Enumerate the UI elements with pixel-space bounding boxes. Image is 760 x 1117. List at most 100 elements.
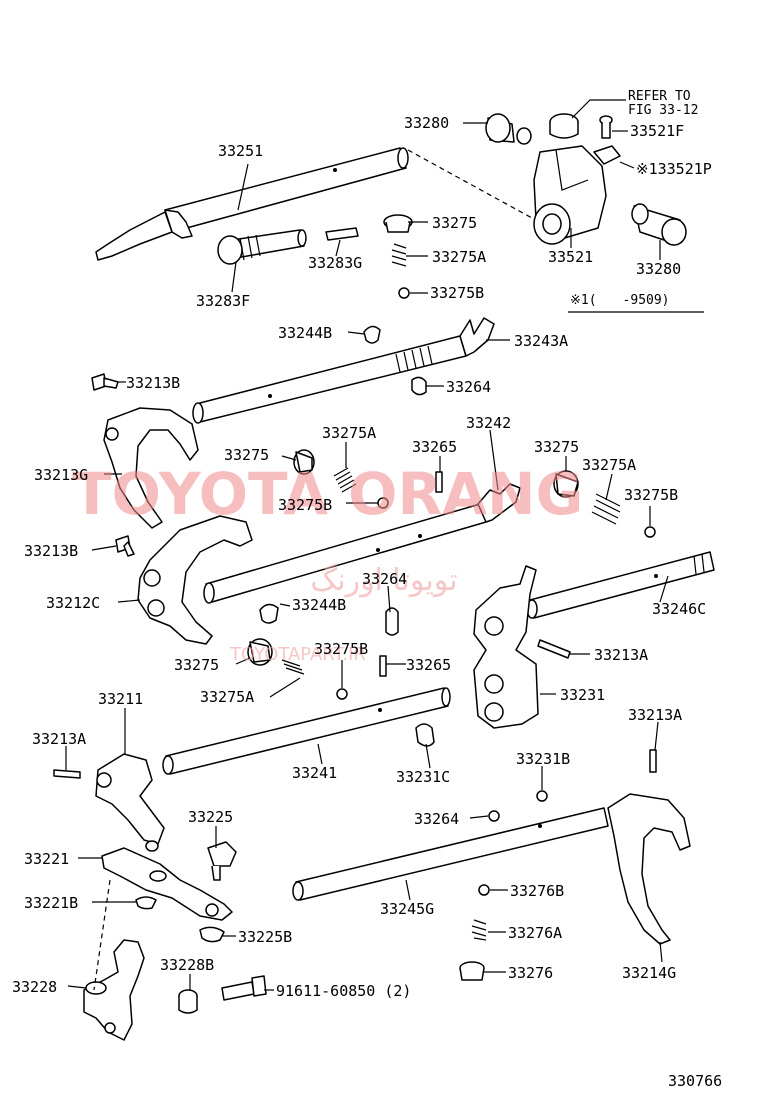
label-33231c: 33231C bbox=[396, 768, 450, 786]
label-33231b: 33231B bbox=[516, 750, 570, 768]
part-33275a-spring-low bbox=[281, 659, 305, 675]
label-33213b-top: 33213B bbox=[126, 374, 180, 392]
label-33280-a: 33280 bbox=[404, 114, 449, 132]
part-refer-cap bbox=[549, 113, 579, 139]
part-33242-shaft bbox=[203, 483, 521, 604]
part-33245g-shaft bbox=[292, 807, 609, 901]
label-33211: 33211 bbox=[98, 690, 143, 708]
part-33241-shaft bbox=[162, 687, 451, 775]
label-133521p: ※133521P bbox=[636, 160, 712, 178]
label-33275b-low: 33275B bbox=[314, 640, 368, 658]
label-33283f: 33283F bbox=[196, 292, 250, 310]
label-33283g: 33283G bbox=[308, 254, 362, 272]
label-33246c: 33246C bbox=[652, 600, 706, 618]
part-33264-ring-mid bbox=[385, 607, 399, 636]
label-33275a-top: 33275A bbox=[432, 248, 486, 266]
part-33212c-fork bbox=[137, 515, 253, 645]
part-33228-lever bbox=[83, 939, 145, 1041]
label-33276a: 33276A bbox=[508, 924, 562, 942]
label-33265-mid: 33265 bbox=[412, 438, 457, 456]
label-33276: 33276 bbox=[508, 964, 553, 982]
part-33225-pin bbox=[207, 841, 237, 881]
part-33244b-ring-top bbox=[363, 325, 381, 344]
label-33264-top: 33264 bbox=[446, 378, 491, 396]
leader-dashed-33228 bbox=[93, 879, 111, 991]
label-33212c: 33212C bbox=[46, 594, 100, 612]
part-33275a-spring-top bbox=[391, 243, 407, 267]
label-33280-b: 33280 bbox=[636, 260, 681, 278]
label-33275b-top: 33275B bbox=[430, 284, 484, 302]
part-33231c-ring bbox=[415, 723, 435, 747]
part-33275b-ball-right bbox=[644, 526, 656, 538]
label-33275a-low: 33275A bbox=[200, 688, 254, 706]
watermark-site: TOYOTAPART.IR bbox=[229, 644, 366, 665]
part-33521-housing bbox=[533, 145, 607, 245]
range-note: ※1( -9509) bbox=[570, 293, 670, 308]
part-33275b-ball-low bbox=[336, 688, 348, 700]
part-33280-plug-a bbox=[485, 113, 532, 145]
label-33251: 33251 bbox=[218, 142, 263, 160]
part-33244b-ring-mid bbox=[259, 603, 279, 624]
part-33276-plug bbox=[459, 961, 485, 981]
part-133521p-plate bbox=[593, 145, 621, 165]
part-33275-plug-top bbox=[383, 214, 413, 233]
label-33214g: 33214G bbox=[622, 964, 676, 982]
label-33231: 33231 bbox=[560, 686, 605, 704]
part-33246c-shaft bbox=[526, 551, 715, 619]
label-33265-low: 33265 bbox=[406, 656, 451, 674]
label-33275b-right: 33275B bbox=[624, 486, 678, 504]
part-33228b-collar bbox=[178, 989, 198, 1014]
label-33213a-left: 33213A bbox=[32, 730, 86, 748]
leader-refer bbox=[571, 99, 626, 119]
part-33521f-bolt bbox=[599, 115, 613, 139]
part-33275-plug-mid bbox=[293, 449, 315, 475]
leader-lines bbox=[65, 122, 704, 991]
part-33221b-clip bbox=[135, 896, 157, 910]
label-33225: 33225 bbox=[188, 808, 233, 826]
label-33213b-mid: 33213B bbox=[24, 542, 78, 560]
figure-number: 330766 bbox=[668, 1072, 722, 1090]
label-33221b: 33221B bbox=[24, 894, 78, 912]
label-33275b-mid: 33275B bbox=[278, 496, 332, 514]
part-33283g-pin bbox=[325, 227, 359, 241]
label-33275a-right: 33275A bbox=[582, 456, 636, 474]
label-33221: 33221 bbox=[24, 850, 69, 868]
part-33231b-ball bbox=[536, 790, 548, 802]
label-33275-low: 33275 bbox=[174, 656, 219, 674]
part-33276a-spring bbox=[471, 919, 487, 941]
part-33213b-bolt-top bbox=[91, 373, 119, 391]
leader-dashed-33251 bbox=[407, 149, 533, 219]
part-33243a-shaft bbox=[192, 317, 495, 424]
label-33242: 33242 bbox=[466, 414, 511, 432]
label-33241: 33241 bbox=[292, 764, 337, 782]
part-33213a-pin-left bbox=[53, 769, 81, 779]
label-33244b-top: 33244B bbox=[278, 324, 332, 342]
label-33225b: 33225B bbox=[238, 928, 292, 946]
label-33264-mid: 33264 bbox=[362, 570, 407, 588]
label-33213a-right: 33213A bbox=[628, 706, 682, 724]
part-33213a-pin-right bbox=[649, 749, 657, 773]
part-91611-bolt bbox=[221, 975, 267, 1001]
label-33244b-mid: 33244B bbox=[292, 596, 346, 614]
part-33251-shaft bbox=[95, 147, 409, 261]
label-33275a-mid: 33275A bbox=[322, 424, 376, 442]
part-33221-plate bbox=[101, 847, 233, 921]
label-33521f: 33521F bbox=[630, 122, 684, 140]
part-33283f-pin bbox=[217, 229, 307, 265]
label-33228: 33228 bbox=[12, 978, 57, 996]
label-33243a: 33243A bbox=[514, 332, 568, 350]
watermark-main: TOYOTA ORANG bbox=[72, 460, 583, 528]
part-33213a-pin-mid bbox=[537, 639, 571, 659]
label-91611-60850: 91611-60850 (2) bbox=[276, 982, 411, 1000]
part-33211-lever bbox=[95, 753, 165, 852]
label-33264-low: 33264 bbox=[414, 810, 459, 828]
part-33264-ring-top bbox=[411, 376, 427, 396]
label-33275-right: 33275 bbox=[534, 438, 579, 456]
part-33213b-bolt-mid bbox=[115, 535, 135, 557]
label-33245g: 33245G bbox=[380, 900, 434, 918]
part-33264-ball-low bbox=[488, 810, 500, 822]
part-33225b-clip bbox=[199, 926, 225, 943]
watermark-persian: تویوتا اورنگ bbox=[310, 563, 457, 598]
part-33275b-ball-top bbox=[398, 287, 410, 299]
